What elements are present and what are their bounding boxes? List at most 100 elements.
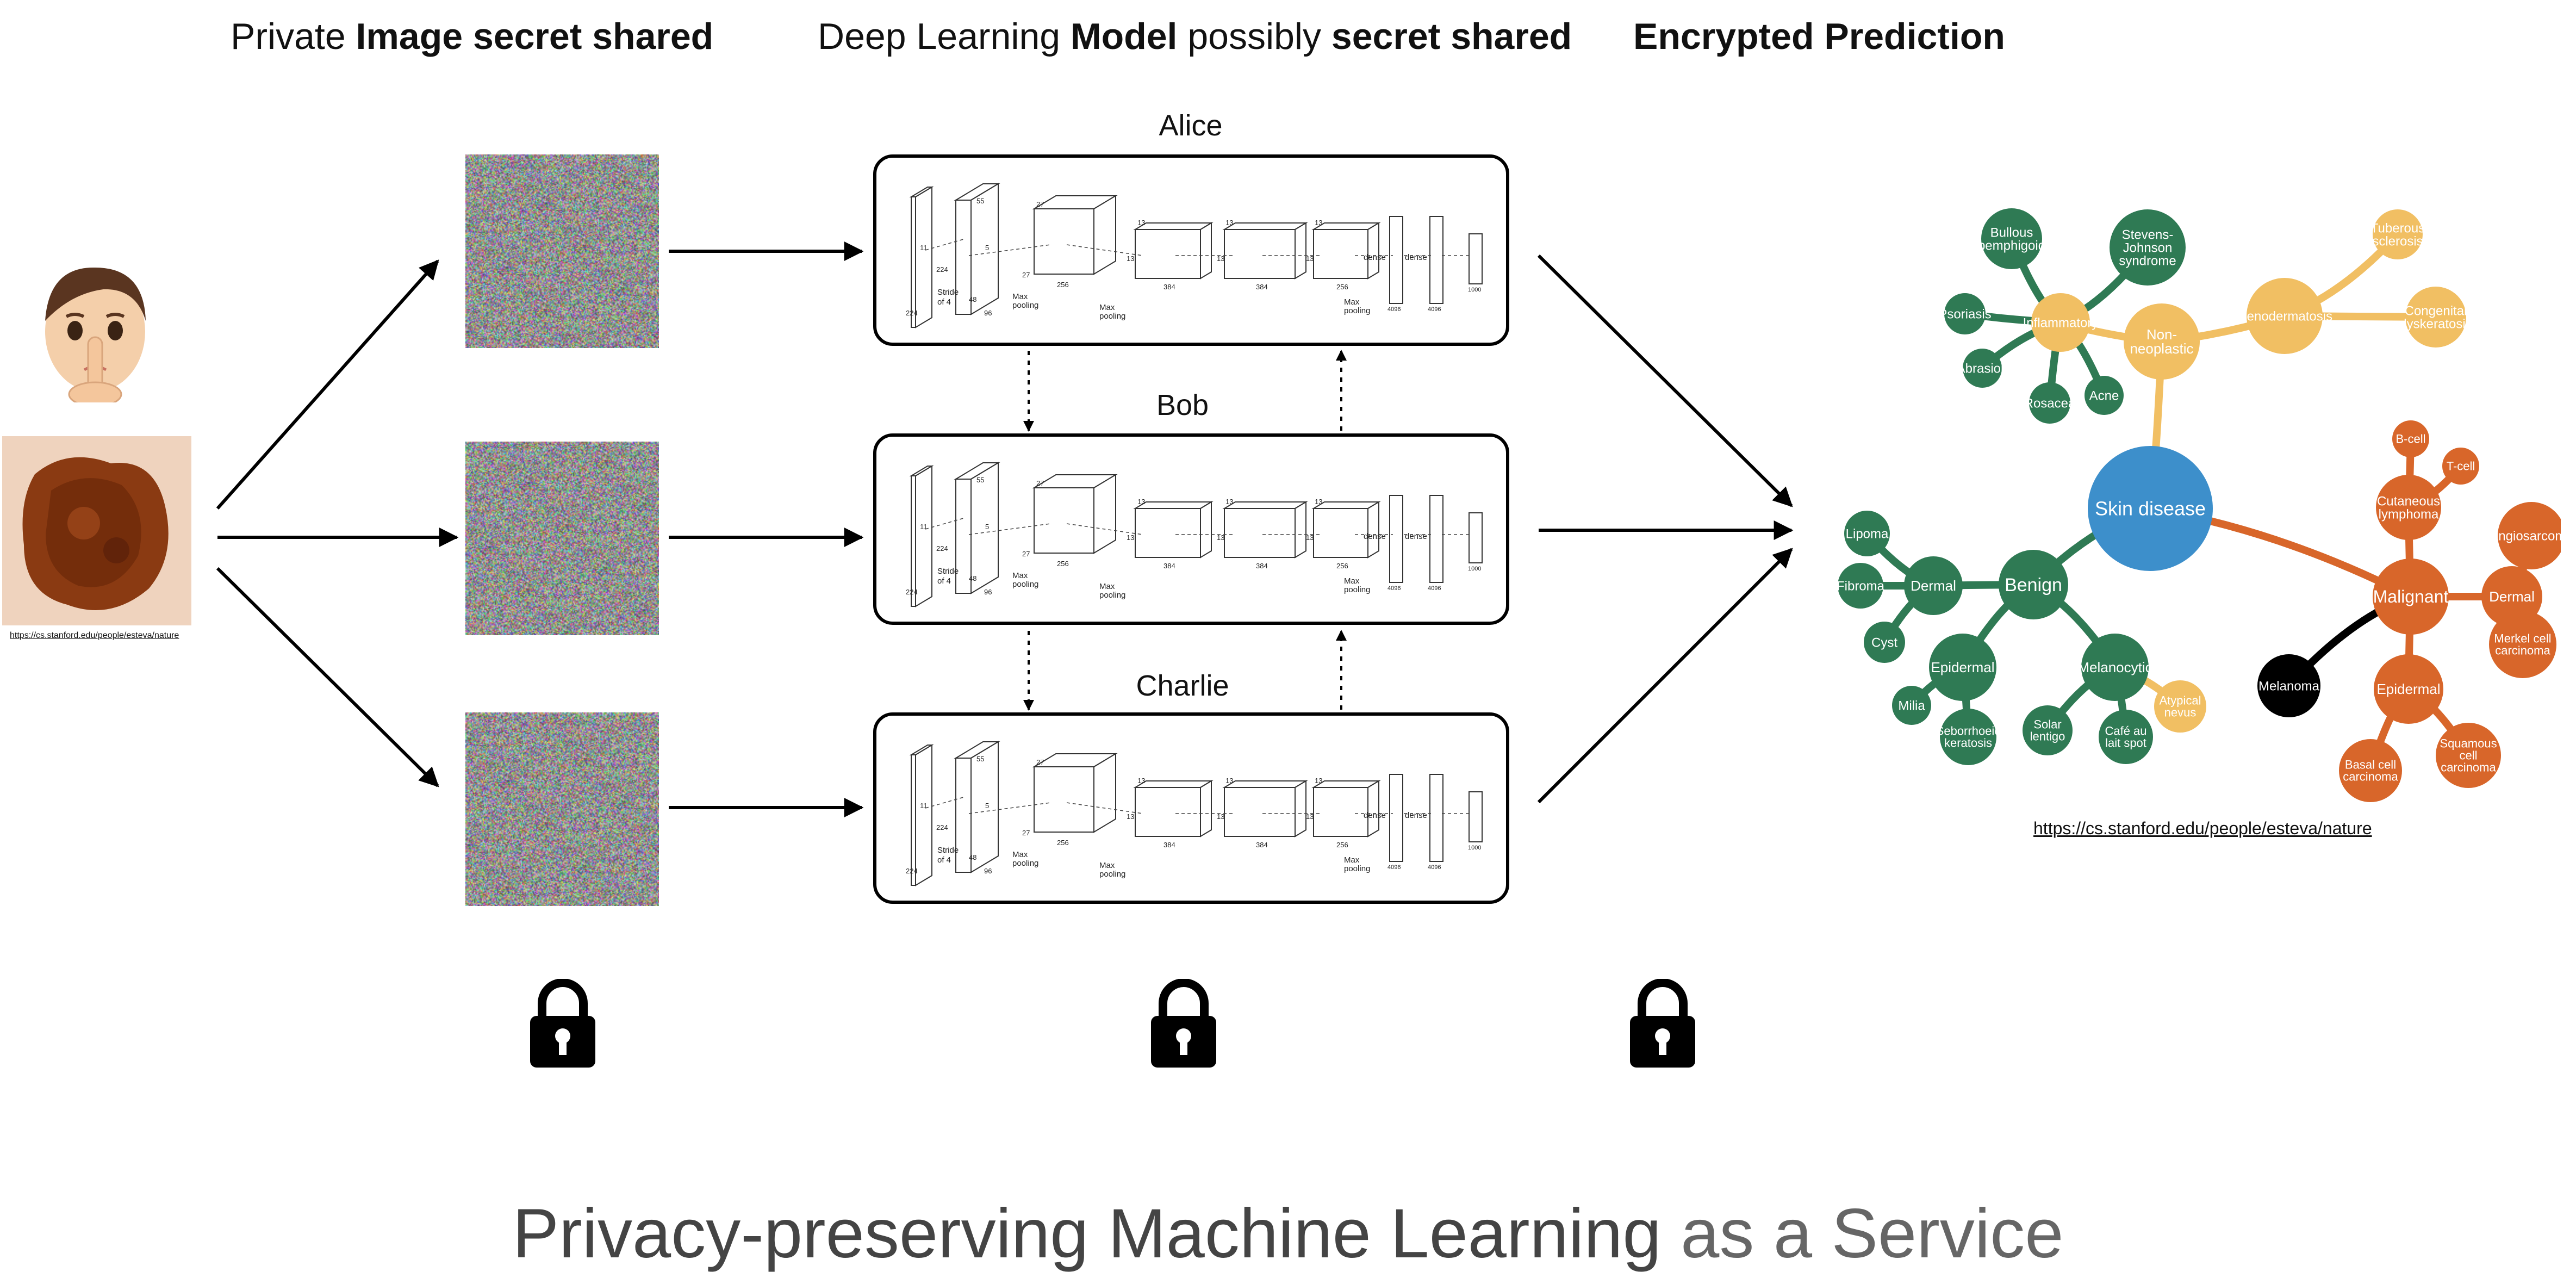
label-dense-2: dense (1405, 253, 1427, 262)
label-4096: 4096 (1387, 864, 1401, 871)
label-13: 13 (1137, 219, 1145, 227)
label-11: 11 (920, 802, 928, 810)
conv3-layer (1133, 222, 1214, 280)
taxonomy-node-epidermal-b: Epidermal (1929, 634, 1996, 701)
label-13-d: 13 (1217, 812, 1224, 821)
output-layer (1469, 233, 1483, 284)
taxonomy-label-epidermal-m: Epidermal (2376, 681, 2440, 697)
dense2-layer (1429, 216, 1443, 304)
lock-icon-3 (1630, 979, 1695, 1068)
label-13-b: 13 (1127, 533, 1134, 542)
conv5-layer (1311, 222, 1381, 280)
label-5: 5 (985, 244, 989, 252)
label-384: 384 (1163, 283, 1175, 291)
label-13-c: 13 (1225, 219, 1233, 227)
party-label-charlie: Charlie (1136, 669, 1229, 702)
label-256-b: 256 (1336, 841, 1348, 849)
label-pooling-1: pooling (1012, 580, 1038, 589)
taxonomy-node-abrasion: Abrasion (1957, 349, 2008, 388)
arrow-image-to-share-1 (216, 259, 439, 510)
taxonomy-node-fibroma: Fibroma (1837, 563, 1885, 609)
arrow-alice-to-prediction (1537, 254, 1793, 507)
label-13: 13 (1137, 498, 1145, 506)
label-27: 27 (1036, 200, 1044, 208)
label-pooling-2: pooling (1099, 312, 1125, 321)
conv1-layer (954, 183, 1000, 315)
label-224: 224 (906, 309, 918, 317)
conv4-layer (1222, 501, 1308, 559)
dense1-layer (1389, 774, 1403, 862)
label-384-b: 384 (1256, 562, 1268, 570)
taxonomy-node-tcell: T-cell (2442, 448, 2479, 485)
taxonomy-node-genodermatosis: Genodermatosis (2237, 278, 2332, 354)
label-48: 48 (969, 574, 976, 582)
header-model-bold2: secret shared (1331, 16, 1572, 57)
lock-icon-1 (530, 979, 595, 1068)
source-link-right[interactable]: https://cs.stanford.edu/people/esteva/na… (2033, 818, 2372, 838)
label-1000: 1000 (1468, 566, 1481, 572)
label-max-2: Max (1099, 861, 1115, 870)
arrow-image-to-share-3 (216, 567, 439, 787)
arrow-charlie-to-prediction (1537, 548, 1793, 804)
label-384-b: 384 (1256, 841, 1268, 849)
label-pooling-3: pooling (1344, 306, 1370, 315)
connection-lines (925, 239, 1470, 256)
dense2-layer (1429, 495, 1443, 583)
label-256-b: 256 (1336, 562, 1348, 570)
taxonomy-label-lipoma: Lipoma (1846, 526, 1889, 541)
label-256-b: 256 (1336, 283, 1348, 291)
label-13-e: 13 (1315, 219, 1322, 227)
label-4096-b: 4096 (1428, 306, 1441, 313)
label-max-3: Max (1344, 576, 1360, 586)
label-96: 96 (984, 309, 992, 317)
taxonomy-node-epidermal-m: Epidermal (2374, 654, 2443, 724)
source-link-left[interactable]: https://cs.stanford.edu/people/esteva/na… (10, 631, 179, 640)
label-224-b: 224 (936, 544, 948, 553)
label-4096: 4096 (1387, 306, 1401, 313)
label-pooling-2: pooling (1099, 591, 1125, 600)
label-max-3: Max (1344, 297, 1360, 307)
taxonomy-node-root: Skin disease (2088, 446, 2213, 571)
label-13-b: 13 (1127, 255, 1134, 263)
header-model-pre: Deep Learning (818, 16, 1071, 57)
label-4096-b: 4096 (1428, 864, 1441, 871)
label-dense-1: dense (1364, 253, 1386, 262)
label-11: 11 (920, 523, 928, 531)
secret-share-image-1 (465, 154, 659, 348)
skin-lesion-image (2, 436, 191, 625)
taxonomy-label-benign: Benign (2005, 575, 2062, 595)
label-55: 55 (976, 476, 984, 484)
label-of-4: of 4 (937, 576, 951, 586)
label-13-c: 13 (1225, 498, 1233, 506)
label-max-1: Max (1012, 850, 1028, 859)
taxonomy-node-melanocytic: Melanocytic (2077, 634, 2152, 701)
conv4-layer (1222, 780, 1308, 837)
label-13: 13 (1137, 777, 1145, 785)
conv5-layer (1311, 780, 1381, 837)
label-13-f: 13 (1306, 255, 1314, 263)
taxonomy-node-lipoma: Lipoma (1844, 511, 1890, 556)
label-13-e: 13 (1315, 777, 1322, 785)
label-384-b: 384 (1256, 283, 1268, 291)
conv2-layer (1032, 474, 1118, 554)
label-96: 96 (984, 588, 992, 596)
taxonomy-label-bcell: B-cell (2395, 432, 2425, 446)
secret-share-image-3 (465, 712, 659, 906)
dense1-layer (1389, 495, 1403, 583)
